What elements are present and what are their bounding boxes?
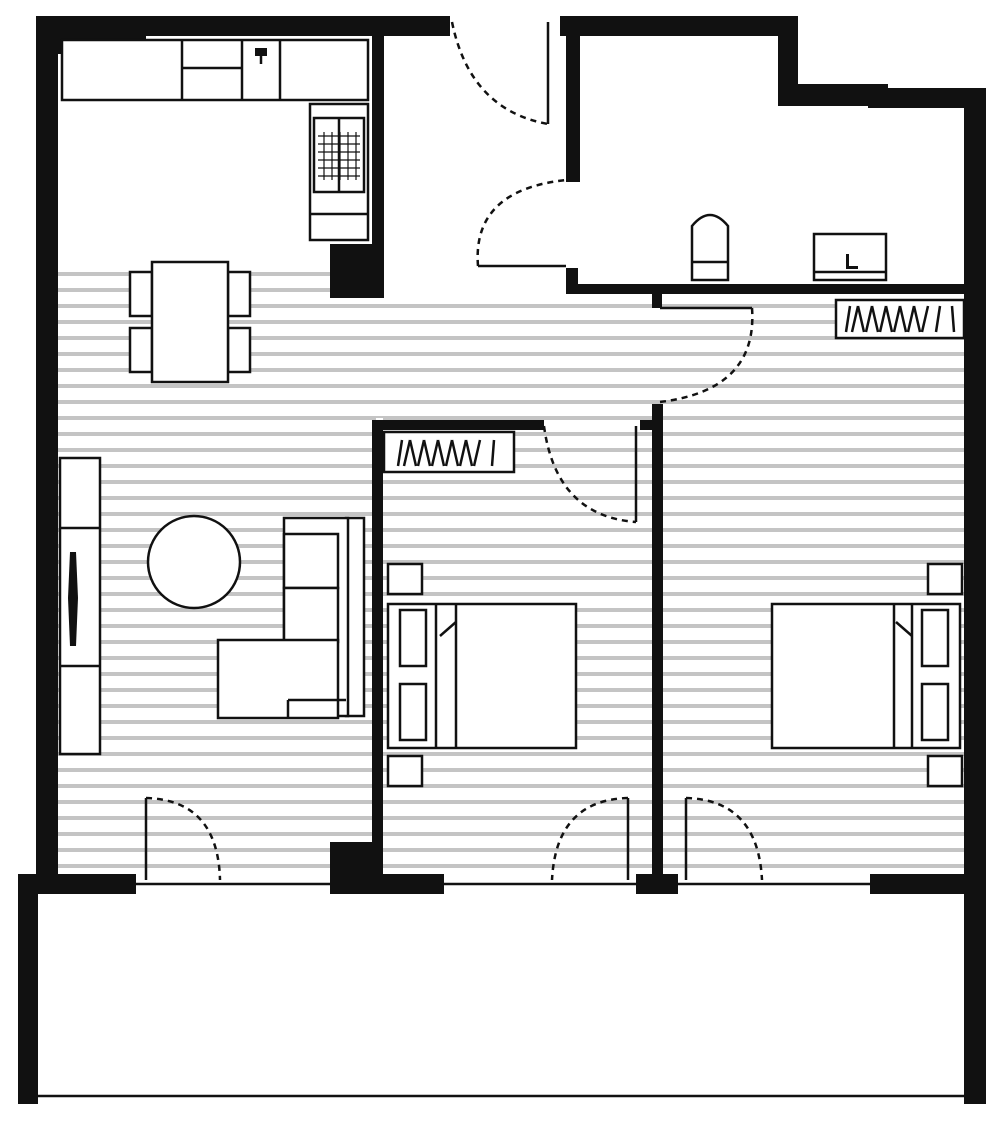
wall-bottom-mid [636, 874, 678, 894]
wall-bottom-left [18, 874, 136, 894]
wall-bedroom-left-top [372, 420, 544, 430]
wall-right [964, 88, 986, 882]
sofa-chaise [216, 638, 340, 720]
pillow [920, 608, 950, 668]
dining-chair [226, 326, 252, 374]
tv-icon [68, 552, 78, 646]
wall-top-far-right [868, 88, 986, 108]
balcony-door-bedroom-left-swing [550, 796, 629, 881]
kitchen-counter [60, 38, 370, 102]
doors [144, 21, 764, 881]
bathroom-fixtures [690, 213, 888, 282]
bathroom-door-swing [476, 178, 567, 267]
living-room-furniture [58, 456, 366, 756]
nightstand [926, 754, 964, 788]
hanger-icon [844, 305, 956, 333]
wall-bedroom-left-vertical [372, 420, 383, 882]
toilet-icon [690, 213, 730, 282]
wall-left [36, 16, 58, 882]
hanger-icon [396, 439, 496, 467]
dining-chair [128, 270, 154, 318]
kitchen [60, 38, 370, 242]
wall-bottom-right [870, 874, 986, 894]
bedroom-right-door-swing [659, 307, 754, 404]
dining-chair [226, 270, 252, 318]
wall-bottom-mid-left [330, 874, 444, 894]
balcony-door-bedroom-right-swing [685, 796, 764, 881]
sofa-cushion [282, 586, 340, 644]
dining-set [128, 260, 252, 384]
nightstand [386, 562, 424, 596]
wall-bathroom-door-jamb [652, 290, 662, 308]
dining-chair [128, 326, 154, 374]
pillow [920, 682, 950, 742]
sofa-cushion [282, 532, 340, 590]
kitchen-sink-icon [255, 48, 267, 56]
wall-step-horizontal [778, 84, 888, 106]
wall-bedroom-left-door-jamb [640, 420, 654, 430]
pillow [398, 682, 428, 742]
wall-bathroom-left [566, 16, 580, 182]
wall-bathroom-bottom [566, 284, 986, 294]
bedroom-right-furniture [770, 562, 964, 788]
wardrobes [382, 298, 966, 474]
bedroom-left-furniture [386, 562, 578, 788]
wall-bedroom-divider [652, 404, 663, 882]
entrance-door-swing [450, 21, 549, 126]
tv-unit [58, 456, 102, 756]
faucet-icon [846, 254, 858, 269]
wall-kitchen-column [330, 244, 384, 298]
wall-top-left [36, 16, 450, 36]
wall-kitchen-partition [372, 36, 384, 258]
nightstand [386, 754, 424, 788]
bed-fold-line [895, 621, 913, 637]
pillow [398, 608, 428, 668]
walls [18, 16, 986, 1104]
floor-hallway [376, 296, 660, 418]
wall-balcony-right [964, 874, 986, 1104]
coffee-table [146, 514, 242, 610]
wall-top-right [560, 16, 798, 36]
wall-balcony-left [18, 874, 38, 1104]
nightstand [926, 562, 964, 596]
balcony-door-living-swing [145, 796, 222, 881]
wall-step-vertical [778, 16, 798, 104]
dining-table [150, 260, 230, 384]
bed-fold-line [439, 621, 457, 637]
